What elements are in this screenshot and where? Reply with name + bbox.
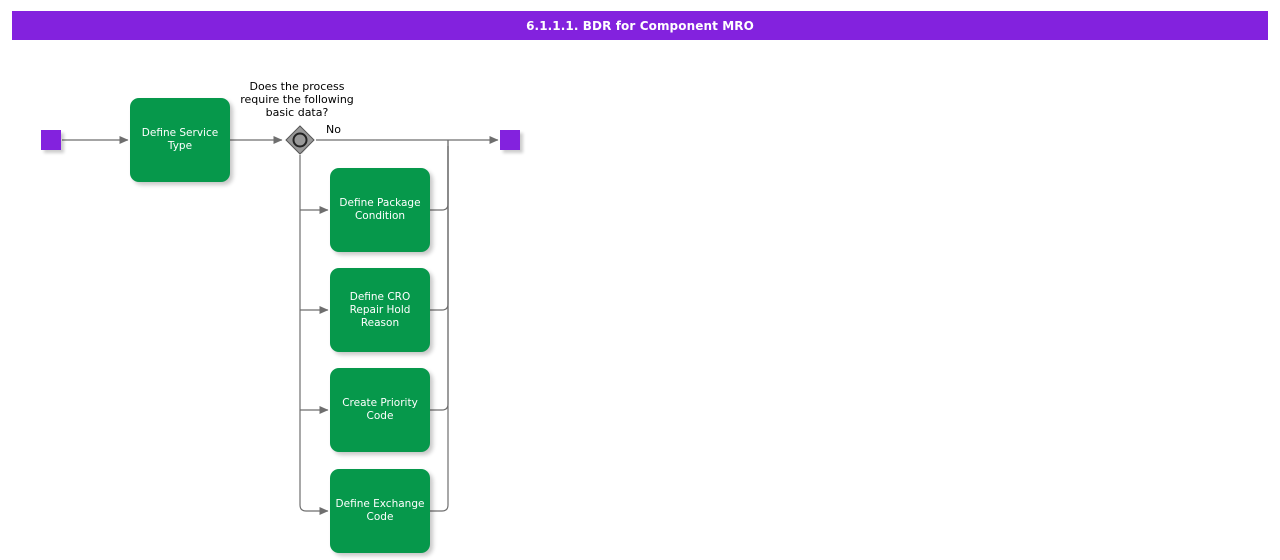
- task-label: Define Package Condition: [339, 197, 421, 222]
- task-define-exchange-code[interactable]: Define Exchange Code: [330, 469, 430, 553]
- task-create-priority-code[interactable]: Create Priority Code: [330, 368, 430, 452]
- flow-exchange-code-to-merge: [430, 146, 449, 512]
- task-label: Define CRO Repair Hold Reason: [349, 290, 411, 329]
- task-define-service-type[interactable]: Define Service Type: [130, 98, 230, 182]
- flow-gateway-spine: [299, 155, 329, 515]
- end-event[interactable]: [500, 130, 520, 150]
- task-define-cro-repair-hold-reason[interactable]: Define CRO Repair Hold Reason: [330, 268, 430, 352]
- flow-package-condition-to-merge: [430, 140, 449, 211]
- task-label: Create Priority Code: [342, 397, 418, 422]
- edge-label-no: No: [326, 123, 341, 136]
- start-event[interactable]: [41, 130, 61, 150]
- task-define-package-condition[interactable]: Define Package Condition: [330, 168, 430, 252]
- page-title: 6.1.1.1. BDR for Component MRO: [526, 18, 754, 33]
- flow-priority-code-to-merge: [430, 146, 449, 411]
- inclusive-gateway[interactable]: [285, 125, 315, 155]
- task-label: Define Service Type: [141, 127, 219, 152]
- diagram-title-bar: 6.1.1.1. BDR for Component MRO: [12, 11, 1268, 40]
- task-label: Define Exchange Code: [335, 498, 425, 523]
- gateway-question-label: Does the process require the following b…: [240, 80, 354, 119]
- flow-cro-repair-hold-reason-to-merge: [430, 146, 449, 311]
